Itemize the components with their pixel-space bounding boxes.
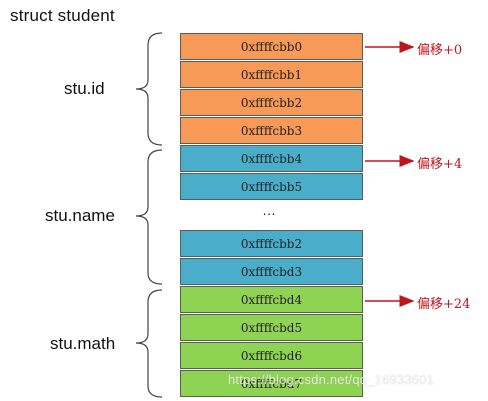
memory-cell: 0xffffcbb2: [180, 230, 363, 257]
memory-cell: 0xffffcbb3: [180, 117, 363, 144]
brace-math: [135, 289, 163, 398]
memory-cell: 0xffffcbb5: [180, 173, 363, 200]
memory-cell: 0xffffcbd3: [180, 258, 363, 285]
memory-cell: 0xffffcbd6: [180, 342, 363, 369]
field-label-name: stu.name: [45, 206, 115, 225]
memory-cell: 0xffffcbb2: [180, 89, 363, 116]
memory-cell: 0xffffcbd4: [180, 286, 363, 313]
memory-cell: 0xffffcbb4: [180, 145, 363, 172]
watermark: https://blog.csdn.net/qq_16933601: [228, 372, 435, 387]
offset-label-24: 偏移+24: [417, 297, 471, 312]
memory-cell: 0xffffcbd7: [180, 370, 363, 397]
field-label-math: stu.math: [50, 334, 116, 353]
memory-cell: 0xffffcbb0: [180, 33, 363, 60]
memory-cell: 0xffffcbb1: [180, 61, 363, 88]
brace-id: [135, 32, 163, 146]
ellipsis: …: [262, 202, 276, 218]
brace-name: [135, 149, 163, 285]
field-label-id: stu.id: [64, 79, 105, 98]
memory-cell: 0xffffcbd5: [180, 314, 363, 341]
offset-label-4: 偏移+4: [417, 157, 463, 172]
struct-title: struct student: [10, 6, 115, 25]
offset-label-0: 偏移+0: [417, 43, 463, 58]
